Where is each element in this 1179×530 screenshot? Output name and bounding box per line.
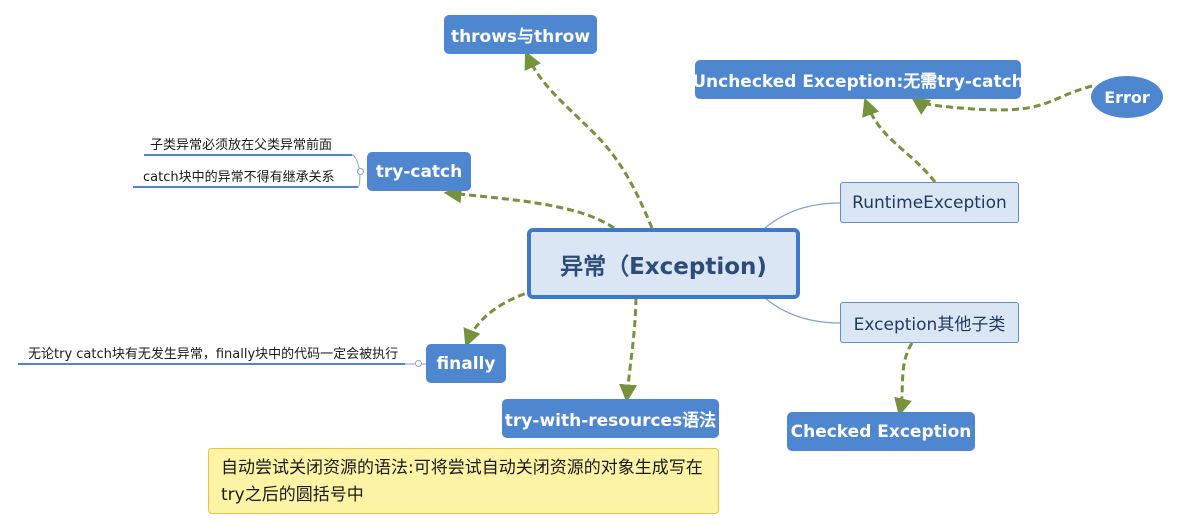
topic-try-with-resources[interactable]: try-with-resources语法 [502, 399, 719, 438]
callout-line-2: try之后的圆括号中 [221, 485, 364, 505]
arrow-runtime-to-unchecked [862, 97, 937, 183]
topic-try-catch[interactable]: try-catch [367, 152, 471, 191]
arrow-error-to-unchecked [911, 84, 1093, 115]
topic-exception-other-subclasses-label: Exception其他子类 [853, 315, 1006, 335]
arrow-to-try-with-resources [619, 297, 638, 403]
topic-checked-exception-label: Checked Exception [790, 421, 972, 442]
arrow-to-throws [524, 50, 654, 229]
topic-finally[interactable]: finally [426, 344, 506, 383]
arrow-to-try-catch [443, 185, 615, 230]
central-topic[interactable]: 异常（Exception) [527, 228, 800, 299]
topic-throws[interactable]: throws与throw [444, 15, 597, 54]
topic-error-label: Error [1104, 87, 1150, 107]
collapse-toggle-try-catch[interactable] [357, 168, 364, 175]
central-topic-label: 异常（Exception) [560, 253, 767, 280]
topic-runtime-exception-label: RuntimeException [852, 192, 1007, 213]
topic-throws-label: throws与throw [450, 27, 591, 47]
note-finally: 无论try catch块有无发生异常，finally块中的代码一定会被执行 [28, 347, 399, 362]
note-try-catch-2: catch块中的异常不得有继承关系 [143, 170, 335, 185]
topic-try-with-resources-label: try-with-resources语法 [504, 411, 717, 431]
collapse-toggle-finally[interactable] [415, 360, 422, 367]
callout-try-with-resources: 自动尝试关闭资源的语法:可将尝试自动关闭资源的对象生成写在 try之后的圆括号中 [208, 448, 719, 514]
topic-checked-exception[interactable]: Checked Exception [787, 412, 975, 451]
topic-try-catch-label: try-catch [375, 161, 463, 182]
callout-line-1: 自动尝试关闭资源的语法:可将尝试自动关闭资源的对象生成写在 [221, 458, 703, 478]
connector-runtime [764, 202, 841, 229]
topic-unchecked-exception[interactable]: Unchecked Exception:无需try-catch [692, 60, 1024, 99]
topic-unchecked-exception-label: Unchecked Exception:无需try-catch [692, 72, 1024, 92]
topic-runtime-exception[interactable]: RuntimeException [840, 182, 1019, 223]
connector-other [764, 297, 841, 324]
topic-finally-label: finally [436, 353, 496, 374]
note-try-catch-1: 子类异常必须放在父类异常前面 [150, 138, 333, 153]
topic-exception-other-subclasses[interactable]: Exception其他子类 [840, 302, 1019, 343]
arrow-to-finally [463, 288, 536, 348]
arrow-other-to-checked [894, 342, 914, 417]
topic-error[interactable]: Error [1091, 76, 1163, 118]
